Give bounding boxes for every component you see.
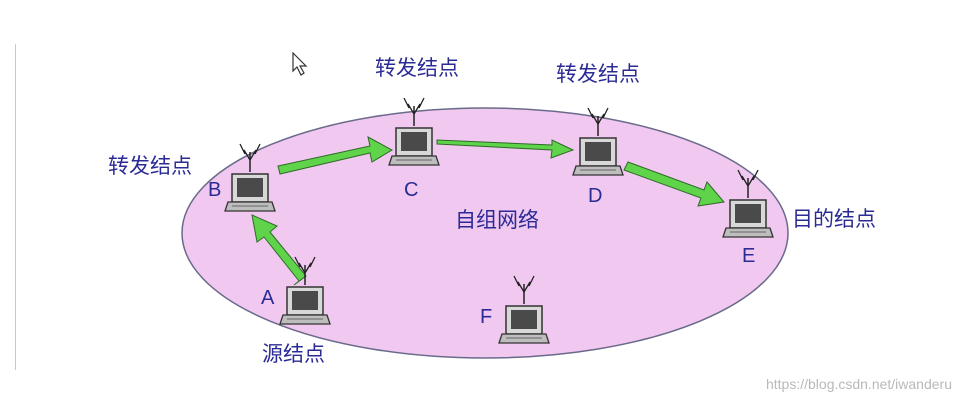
laptop-icon-c [388,97,440,166]
node-b-letter: B [208,179,222,201]
arrow-b-to-c [277,136,394,175]
node-a-role-label: 源结点 [262,342,325,366]
network-label: 自组网络 [455,208,539,232]
node-a-letter: A [261,287,275,309]
mouse-pointer-icon [292,52,308,76]
node-f-letter: F [480,306,493,328]
node-d-role-label: 转发结点 [556,62,640,86]
arrow-a-to-b [251,214,307,286]
watermark-url: https://blog.csdn.net/iwanderu [765,376,952,392]
node-c-letter: C [404,179,419,201]
left-divider [15,44,16,370]
node-e-letter: E [742,245,756,267]
route-arrows [251,136,725,286]
arrow-c-to-d [436,139,575,159]
arrow-d-to-e [623,161,725,207]
node-c-role-label: 转发结点 [375,56,459,80]
node-b-role-label: 转发结点 [108,154,192,178]
node-e-role-label: 目的结点 [792,207,876,231]
node-d-letter: D [588,185,603,207]
